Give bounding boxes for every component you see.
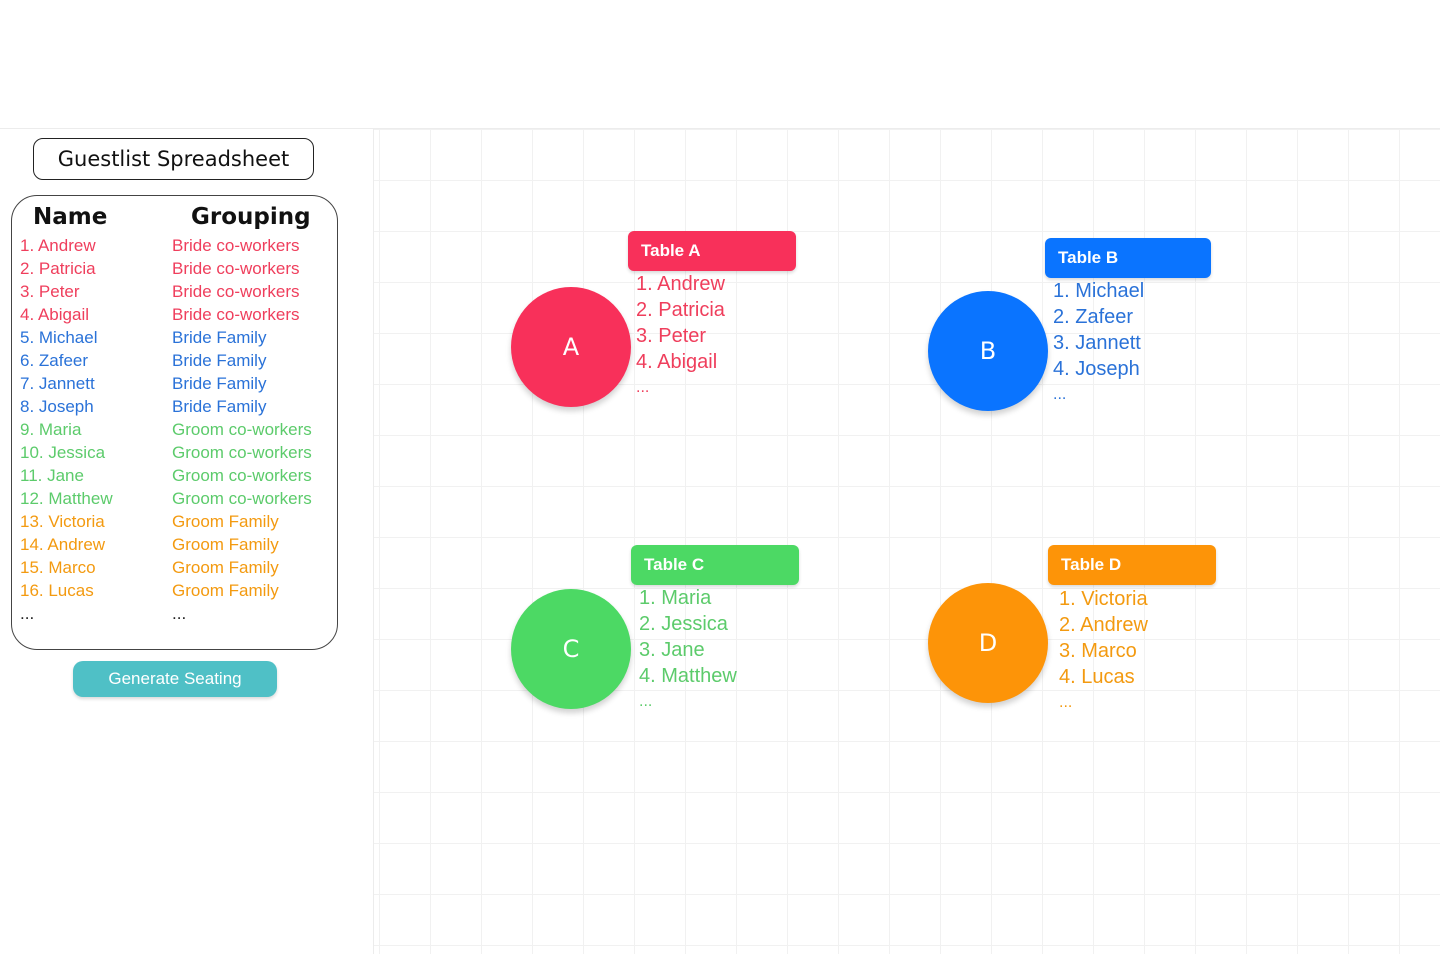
guest-name: 13. Victoria [20, 512, 105, 531]
guest-group: Groom co-workers [172, 466, 312, 485]
table-row[interactable]: 3. Peter Bride co-workers [20, 280, 335, 303]
guest-name: 14. Andrew [20, 535, 106, 554]
list-more: ... [1053, 386, 1067, 403]
guest-group: Groom Family [172, 558, 279, 577]
table-d-circle[interactable]: D [928, 583, 1048, 703]
guest-name: 9. Maria [20, 420, 82, 439]
table-row[interactable]: 2. Patricia Bride co-workers [20, 257, 335, 280]
guest-name: 12. Matthew [20, 489, 113, 508]
guest-name: 15. Marco [20, 558, 96, 577]
list-item: 4. Matthew [639, 665, 737, 687]
table-b-circle[interactable]: B [928, 291, 1048, 411]
table-row[interactable]: 5. Michael Bride Family [20, 326, 335, 349]
list-more: ... [639, 693, 653, 710]
guest-group: Bride co-workers [172, 282, 300, 301]
table-a-guest-list: 1. Andrew 2. Patricia 3. Peter 4. Abigai… [636, 271, 725, 401]
guest-name: 8. Joseph [20, 397, 94, 416]
table-c-guest-list: 1. Maria 2. Jessica 3. Jane 4. Matthew .… [639, 585, 737, 715]
table-row[interactable]: 6. Zafeer Bride Family [20, 349, 335, 372]
table-d-guest-list: 1. Victoria 2. Andrew 3. Marco 4. Lucas … [1059, 586, 1148, 716]
table-row[interactable]: 7. Jannett Bride Family [20, 372, 335, 395]
guest-group-more: ... [172, 604, 187, 623]
guest-group: Groom Family [172, 512, 279, 531]
guest-name: 6. Zafeer [20, 351, 89, 370]
list-item: 2. Patricia [636, 299, 725, 321]
guest-name: 5. Michael [20, 328, 98, 347]
list-more: ... [1059, 694, 1073, 711]
table-a-circle[interactable]: A [511, 287, 631, 407]
guest-name: 11. Jane [20, 466, 84, 485]
guest-group: Bride Family [172, 374, 267, 393]
list-item: 1. Andrew [636, 273, 725, 295]
guest-name: 2. Patricia [20, 259, 96, 278]
guest-name-more: ... [20, 604, 35, 623]
list-item: 3. Jane [639, 639, 705, 661]
guest-group: Bride Family [172, 397, 267, 416]
guest-name: 7. Jannett [20, 374, 95, 393]
list-item: 3. Marco [1059, 640, 1137, 662]
table-a-tag[interactable]: Table A [628, 231, 796, 271]
table-row[interactable]: 8. Joseph Bride Family [20, 395, 335, 418]
guest-group: Bride co-workers [172, 236, 300, 255]
table-row[interactable]: 9. Maria Groom co-workers [20, 418, 335, 441]
guest-group: Groom co-workers [172, 420, 312, 439]
table-row[interactable]: 10. Jessica Groom co-workers [20, 441, 335, 464]
list-item: 4. Lucas [1059, 666, 1135, 688]
list-item: 2. Zafeer [1053, 306, 1134, 328]
list-item: 3. Peter [636, 325, 707, 347]
list-more: ... [636, 379, 650, 396]
list-item: 2. Jessica [639, 613, 728, 635]
guest-name: 4. Abigail [20, 305, 89, 324]
list-item: 1. Michael [1053, 280, 1145, 302]
guest-name: 16. Lucas [20, 581, 94, 600]
guest-name: 3. Peter [20, 282, 80, 301]
table-row[interactable]: 1. Andrew Bride co-workers [20, 234, 335, 257]
guest-group: Groom Family [172, 581, 279, 600]
guest-group: Groom co-workers [172, 489, 312, 508]
table-row[interactable]: 15. Marco Groom Family [20, 556, 335, 579]
list-item: 3. Jannett [1053, 332, 1141, 354]
table-row[interactable]: 4. Abigail Bride co-workers [20, 303, 335, 326]
guest-name: 10. Jessica [20, 443, 106, 462]
guest-group: Bride co-workers [172, 305, 300, 324]
guest-group: Bride Family [172, 328, 267, 347]
table-d-tag[interactable]: Table D [1048, 545, 1216, 585]
table-c-circle[interactable]: C [511, 589, 631, 709]
table-row[interactable]: 11. Jane Groom co-workers [20, 464, 335, 487]
table-row[interactable]: 13. Victoria Groom Family [20, 510, 335, 533]
top-bar [0, 0, 1440, 129]
guestlist-panel: Guestlist Spreadsheet Name Grouping 1. A… [0, 129, 374, 954]
table-row-more: ...... [20, 602, 335, 625]
list-item: 4. Joseph [1053, 358, 1140, 380]
table-row[interactable]: 14. Andrew Groom Family [20, 533, 335, 556]
spreadsheet-title: Guestlist Spreadsheet [33, 138, 314, 180]
guest-name: 1. Andrew [20, 236, 96, 255]
guest-group: Groom Family [172, 535, 279, 554]
list-item: 4. Abigail [636, 351, 718, 373]
table-c-tag[interactable]: Table C [631, 545, 799, 585]
list-item: 1. Victoria [1059, 588, 1148, 610]
list-item: 2. Andrew [1059, 614, 1148, 636]
table-row[interactable]: 16. Lucas Groom Family [20, 579, 335, 602]
table-b-guest-list: 1. Michael 2. Zafeer 3. Jannett 4. Josep… [1053, 278, 1144, 408]
guest-group: Bride co-workers [172, 259, 300, 278]
guest-group: Bride Family [172, 351, 267, 370]
table-b-tag[interactable]: Table B [1045, 238, 1211, 278]
generate-seating-button[interactable]: Generate Seating [73, 661, 277, 697]
guest-group: Groom co-workers [172, 443, 312, 462]
table-row[interactable]: 12. Matthew Groom co-workers [20, 487, 335, 510]
grouping-column-header: Grouping [191, 204, 311, 230]
seating-canvas[interactable]: A Table A 1. Andrew 2. Patricia 3. Peter… [374, 129, 1440, 954]
name-column-header: Name [33, 204, 108, 230]
list-item: 1. Maria [639, 587, 712, 609]
